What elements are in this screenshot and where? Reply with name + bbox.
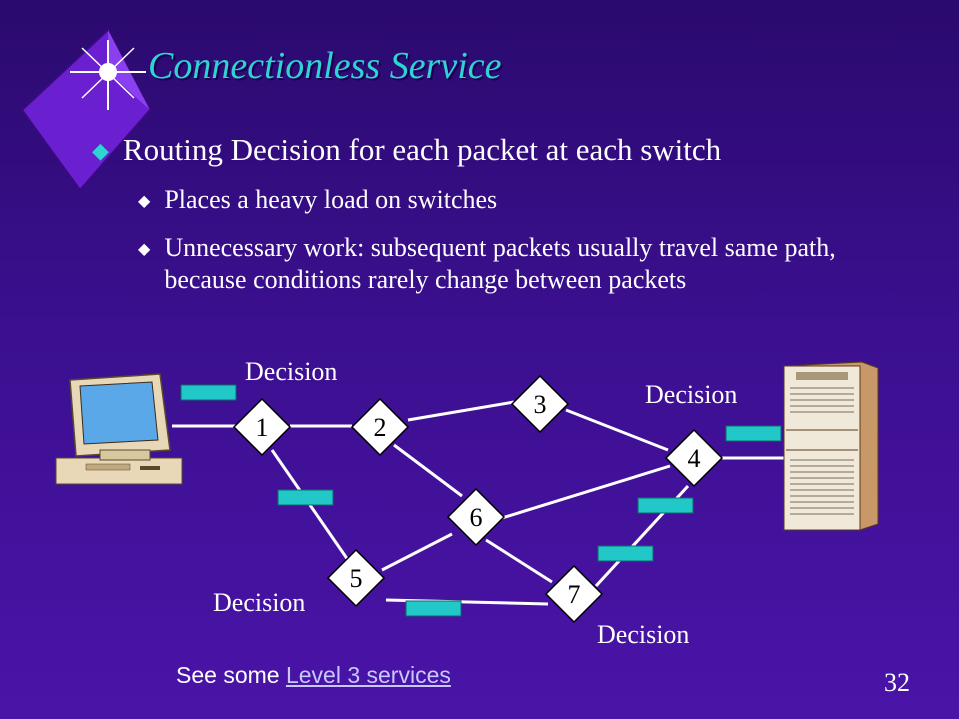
slide-title: Connectionless Service — [148, 45, 502, 87]
sub-bullet: ◆ Places a heavy load on switches — [138, 184, 898, 218]
switch-node-4: 4 — [664, 428, 724, 488]
star-logo-icon — [20, 28, 152, 192]
decision-label: Decision — [213, 588, 305, 617]
packets — [180, 384, 782, 617]
main-bullet-text: Routing Decision for each packet at each… — [122, 132, 722, 167]
diamond-bullet-icon: ◆ — [138, 241, 151, 258]
packet-icon — [277, 489, 334, 506]
packet-icon — [180, 384, 237, 401]
link-2-6 — [393, 443, 463, 498]
link-5-6 — [381, 532, 453, 572]
page-number: 32 — [884, 668, 910, 697]
node-label: 3 — [534, 390, 547, 419]
diamond-bullet-icon: ◆ — [92, 138, 109, 163]
node-label: 1 — [256, 413, 269, 442]
link-2-3 — [407, 400, 515, 422]
switch-node-7: 7 — [544, 564, 604, 624]
packet-icon — [405, 600, 462, 617]
switch-node-2: 2 — [350, 397, 410, 457]
level3-services-link[interactable]: Level 3 services — [285, 662, 451, 688]
main-bullet: ◆ Routing Decision for each packet at ea… — [92, 132, 721, 168]
decision-label: Decision — [597, 620, 689, 649]
node-label: 5 — [350, 564, 363, 593]
packet-icon — [597, 545, 654, 562]
switch-node-1: 1 — [232, 397, 292, 457]
decision-label: Decision — [245, 357, 337, 386]
switch-node-3: 3 — [510, 374, 570, 434]
network-links — [172, 400, 784, 606]
node-label: 2 — [374, 413, 387, 442]
switch-nodes: 1 2 3 4 5 6 7 — [232, 374, 724, 624]
decision-labels: Decision Decision Decision Decision — [213, 357, 737, 649]
packet-icon — [637, 497, 694, 514]
packet-icon — [725, 425, 782, 442]
decision-label: Decision — [645, 380, 737, 409]
node-label: 4 — [688, 444, 701, 473]
link-6-4 — [501, 464, 671, 520]
footer-prefix: See some — [176, 662, 286, 688]
sub-bullet-text: Places a heavy load on switches — [164, 185, 498, 214]
link-6-7 — [485, 538, 553, 584]
switch-node-6: 6 — [446, 487, 506, 547]
sub-bullet: ◆ Unnecessary work: subsequent packets u… — [138, 232, 898, 296]
server-icon — [783, 361, 879, 531]
node-label: 7 — [568, 580, 581, 609]
footer: See some Level 3 services — [176, 662, 451, 689]
node-label: 6 — [470, 503, 483, 532]
link-3-4 — [565, 408, 669, 452]
diamond-bullet-icon: ◆ — [138, 193, 151, 210]
sub-bullet-text: Unnecessary work: subsequent packets usu… — [164, 233, 836, 294]
computer-icon — [55, 373, 183, 485]
switch-node-5: 5 — [326, 548, 386, 608]
